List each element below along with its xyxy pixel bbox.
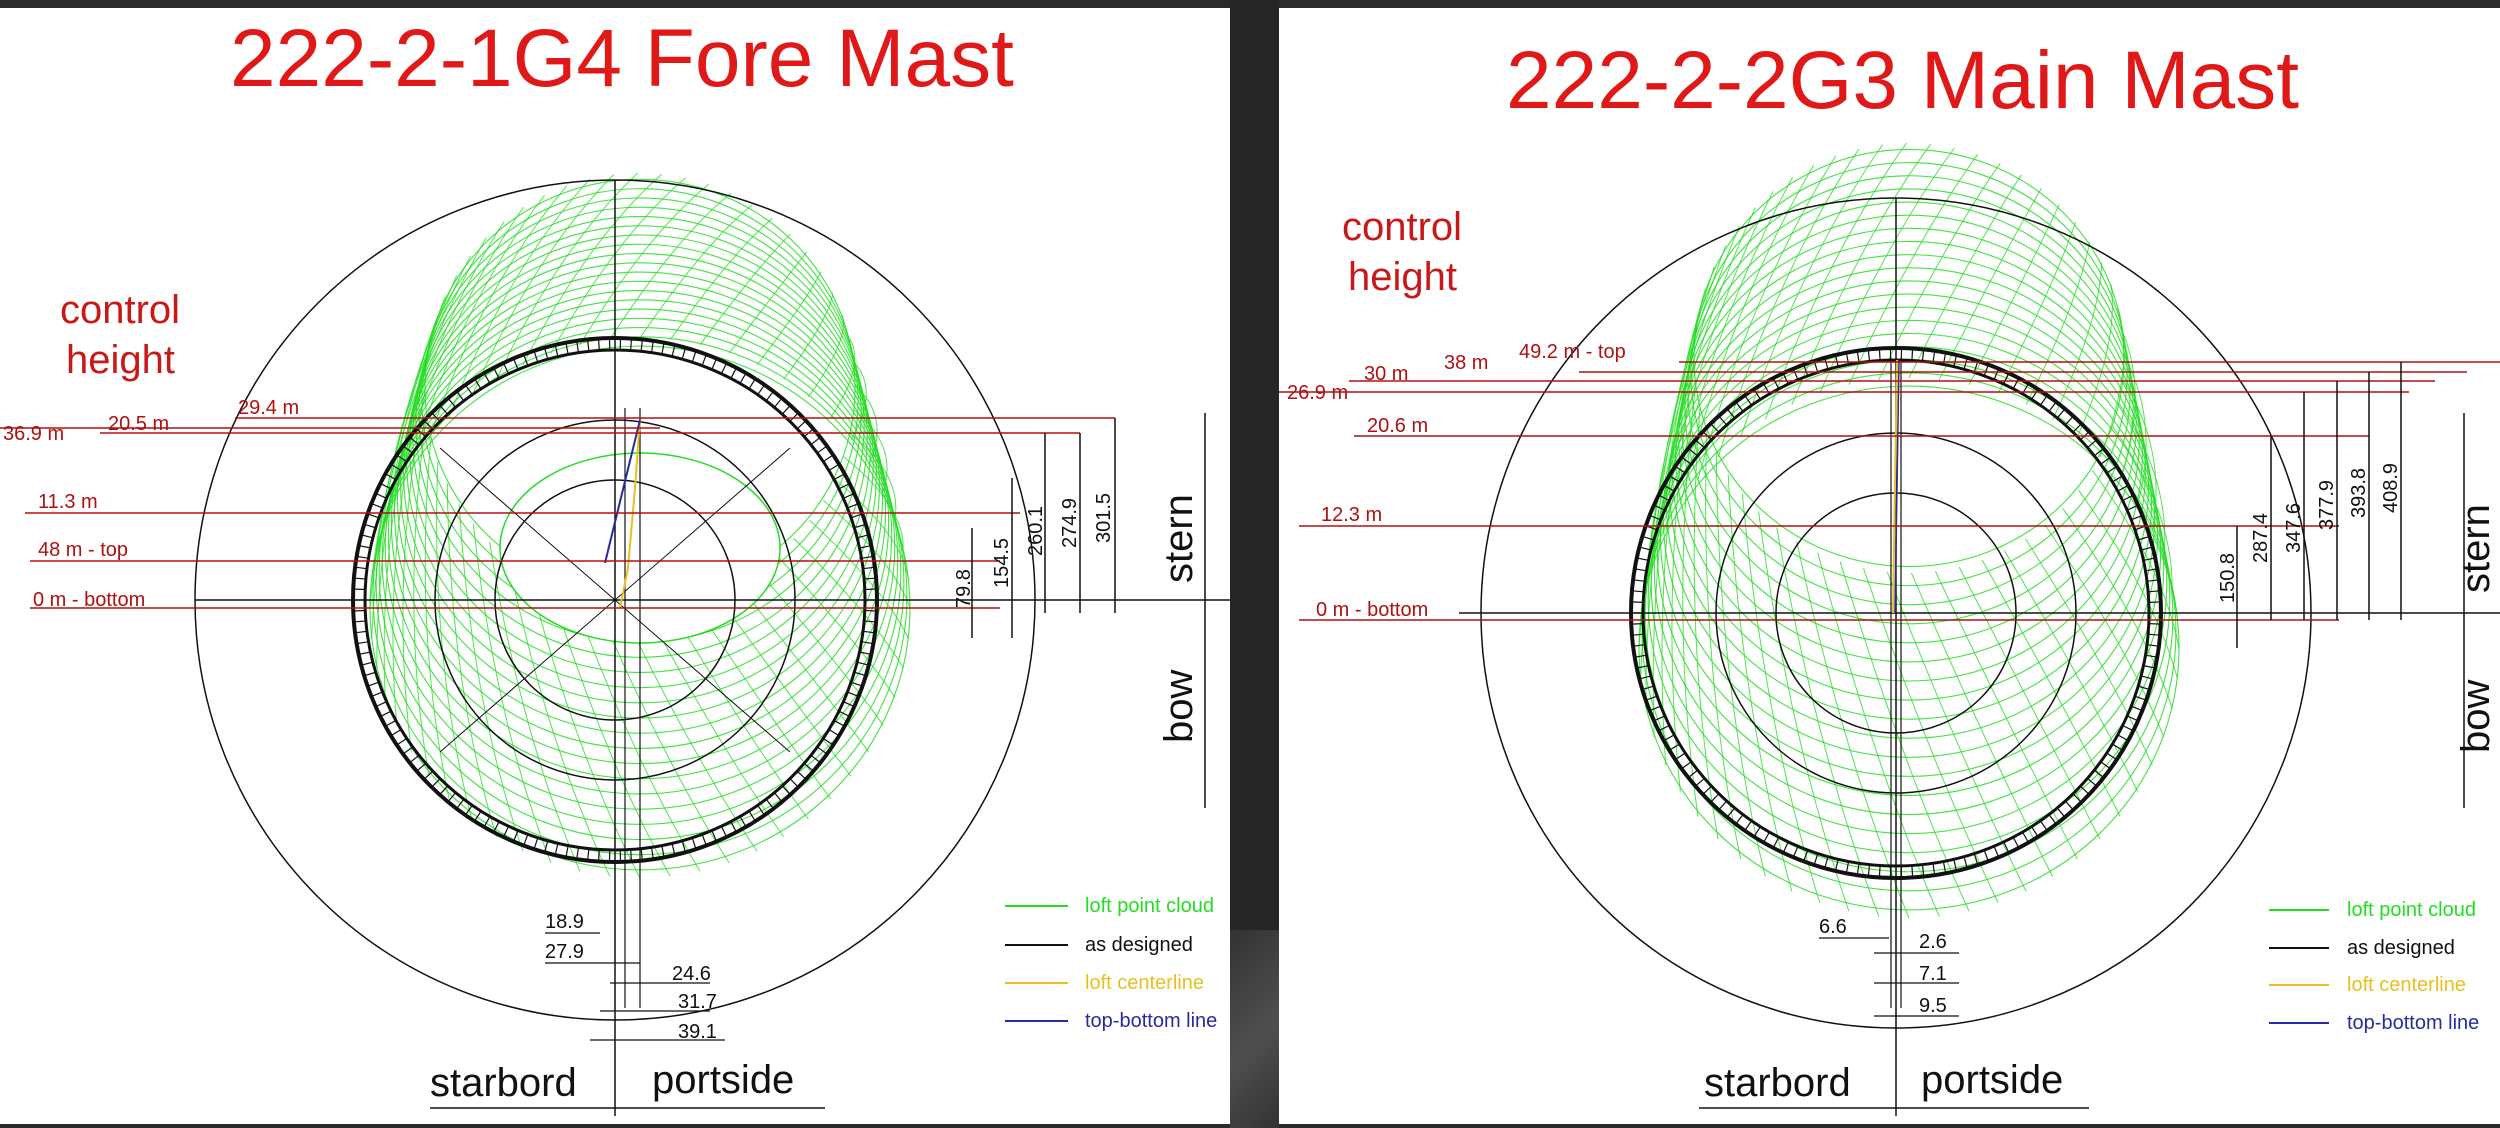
- horizontal-dimension: 24.6: [672, 963, 711, 985]
- horizontal-dimension: 18.9: [545, 911, 584, 933]
- portside-label: portside: [652, 1058, 794, 1102]
- legend-item: loft centerline: [2347, 974, 2466, 996]
- fore-mast-diagram: 222-2-1G4 Fore Mast control height 36.9 …: [0, 13, 1230, 1116]
- vertical-dimension: 79.8: [953, 569, 975, 608]
- height-label: 29.4 m: [238, 397, 299, 419]
- horizontal-dimension: 39.1: [678, 1021, 717, 1043]
- vertical-dimension: 377.9: [2316, 480, 2338, 530]
- vertical-dimension: 347.6: [2283, 503, 2305, 553]
- scroll-hint: [1230, 930, 1279, 1128]
- height-label: 20.5 m: [108, 413, 169, 435]
- legend-item: as designed: [1085, 934, 1193, 956]
- height-label: 26.9 m: [1287, 382, 1348, 404]
- height-label: 20.6 m: [1367, 415, 1428, 437]
- horizontal-dimension: 27.9: [545, 941, 584, 963]
- starboard-label: starbord: [430, 1061, 577, 1105]
- height-label: 30 m: [1364, 363, 1408, 385]
- height-lines: [0, 417, 1115, 609]
- vertical-dimension: 274.9: [1059, 498, 1081, 548]
- vertical-dimension: 154.5: [991, 538, 1013, 588]
- height-label: 0 m - bottom: [1316, 599, 1428, 621]
- mast-ring-ticks: [353, 338, 877, 862]
- height-label: 11.3 m: [38, 491, 98, 513]
- loft-centerline: [1892, 359, 1898, 614]
- control-height-label: control: [1342, 205, 1462, 249]
- portside-label: portside: [1921, 1058, 2063, 1102]
- stern-label: stern: [2454, 504, 2498, 593]
- horizontal-dimension: 6.6: [1819, 916, 1847, 938]
- horizontal-dimension: 7.1: [1919, 963, 1947, 985]
- as-designed-geometry: [1459, 197, 2500, 1116]
- loft-point-cloud: [1638, 142, 2180, 919]
- legend-item: as designed: [2347, 937, 2455, 959]
- height-label: 0 m - bottom: [33, 589, 145, 611]
- height-label: 12.3 m: [1321, 504, 1382, 526]
- vertical-dimension: 260.1: [1025, 506, 1047, 556]
- vertical-dimension: 287.4: [2250, 513, 2272, 563]
- height-label: 38 m: [1444, 352, 1488, 374]
- legend: loft point cloud as designed loft center…: [2269, 899, 2479, 1034]
- starboard-label: starbord: [1704, 1061, 1851, 1105]
- page-title: 222-2-1G4 Fore Mast: [230, 13, 1014, 104]
- top-bottom-line: [1894, 359, 1900, 614]
- horizontal-dimension: 2.6: [1919, 931, 1947, 953]
- stern-label: stern: [1157, 494, 1201, 583]
- main-mast-diagram: 222-2-2G3 Main Mast control height 49.2 …: [1279, 35, 2500, 1116]
- legend-item: top-bottom line: [1085, 1010, 1217, 1032]
- horizontal-dimension-lines: [1819, 937, 1959, 1017]
- legend-item: loft point cloud: [1085, 895, 1214, 917]
- height-label: 36.9 m: [3, 423, 64, 445]
- fore-mast-panel: 222-2-1G4 Fore Mast control height 36.9 …: [0, 8, 1230, 1124]
- bow-label: bow: [1157, 670, 1201, 743]
- control-height-label: control: [60, 288, 180, 332]
- vertical-dimension: 301.5: [1093, 493, 1115, 543]
- control-height-label-2: height: [66, 338, 175, 382]
- loft-centerline: [619, 419, 641, 609]
- legend-item: loft centerline: [1085, 972, 1204, 994]
- legend: loft point cloud as designed loft center…: [1005, 895, 1217, 1032]
- bow-label: bow: [2454, 680, 2498, 753]
- height-label: 48 m - top: [38, 539, 128, 561]
- page-title: 222-2-2G3 Main Mast: [1506, 35, 2299, 126]
- horizontal-dimension: 31.7: [678, 991, 717, 1013]
- control-height-label-2: height: [1348, 255, 1457, 299]
- height-lines: [1279, 361, 2500, 621]
- legend-item: loft point cloud: [2347, 899, 2476, 921]
- top-bottom-line: [604, 419, 641, 564]
- main-mast-panel: 222-2-2G3 Main Mast control height 49.2 …: [1279, 8, 2500, 1124]
- horizontal-dimension: 9.5: [1919, 995, 1947, 1017]
- vertical-dimension-lines: [2236, 362, 2402, 648]
- height-label: 49.2 m - top: [1519, 341, 1626, 363]
- vertical-dimension: 393.8: [2348, 468, 2370, 518]
- vertical-dimension: 150.8: [2217, 553, 2239, 603]
- vertical-dimension-lines: [971, 418, 1116, 638]
- vertical-dimension: 408.9: [2380, 463, 2402, 513]
- as-designed-geometry: [194, 179, 1230, 1116]
- legend-item: top-bottom line: [2347, 1012, 2479, 1034]
- horizontal-dimension-lines: [545, 932, 725, 1041]
